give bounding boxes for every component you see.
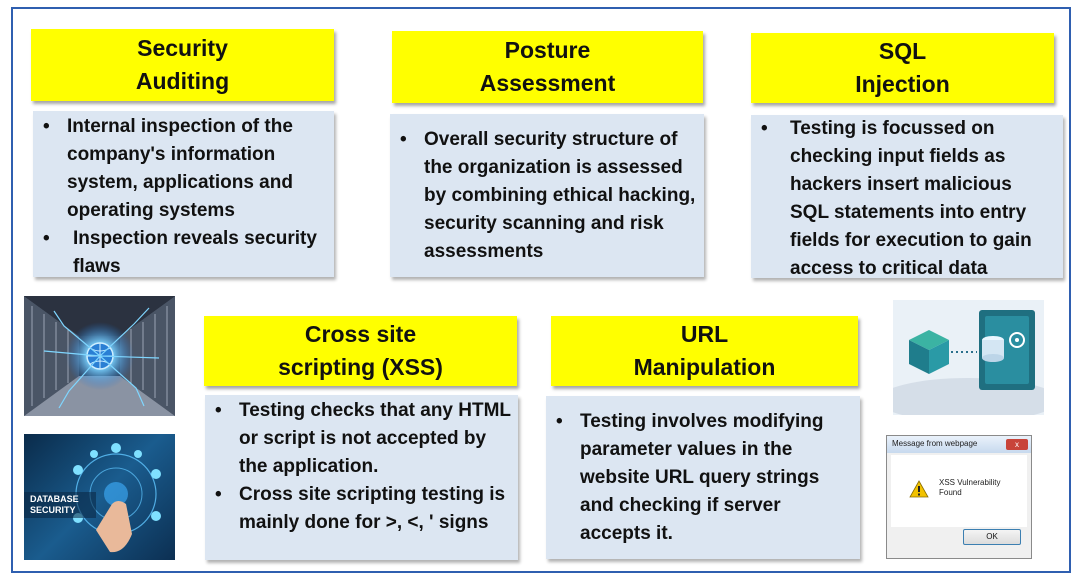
list-item: Cross site scripting testing is mainly d… [211,481,516,537]
title-line: Injection [855,71,950,97]
title-line: Cross site [304,321,417,347]
database-security-label: DATABASE SECURITY [30,494,79,515]
list-item: Inspection reveals security flaws [39,225,326,281]
dialog-title: Message from webpage [892,439,978,448]
posture-assessment-box: Overall security structure of the organi… [390,114,704,277]
server-room-image [24,296,175,416]
title-line: Auditing [135,68,230,94]
title-line: SQL [878,38,927,64]
close-button[interactable]: x [1006,439,1028,450]
warning-icon [909,480,929,498]
url-manipulation-title: URL Manipulation [551,316,858,386]
dialog-message: XSS Vulnerability Found [939,478,1001,497]
url-manipulation-box: Testing involves modifying parameter val… [546,396,860,559]
list-item: Testing involves modifying parameter val… [552,408,856,548]
list-item: Testing is focussed on checking input fi… [757,115,1055,283]
xss-box: Testing checks that any HTML or script i… [205,395,518,560]
xss-alert-dialog: Message from webpage x XSS Vulnerability… [886,435,1032,559]
safe-database-image [893,300,1044,415]
title-line: Assessment [479,70,616,96]
xss-title: Cross site scripting (XSS) [204,316,517,386]
title-line: URL [680,321,729,347]
security-auditing-title: Security Auditing [31,29,334,101]
security-auditing-box: Internal inspection of the company's inf… [33,111,334,277]
title-line: Posture [504,37,591,63]
sql-injection-title: SQL Injection [751,33,1054,103]
title-line: Manipulation [633,354,776,380]
list-item: Overall security structure of the organi… [396,126,700,266]
database-security-image: DATABASE SECURITY [24,434,175,560]
list-item: Internal inspection of the company's inf… [39,113,326,225]
posture-assessment-title: Posture Assessment [392,31,703,103]
title-line: scripting (XSS) [278,354,443,380]
ok-button[interactable]: OK [963,529,1021,545]
title-line: Security [137,35,228,61]
list-item: Testing checks that any HTML or script i… [211,397,516,481]
sql-injection-box: Testing is focussed on checking input fi… [751,115,1063,279]
